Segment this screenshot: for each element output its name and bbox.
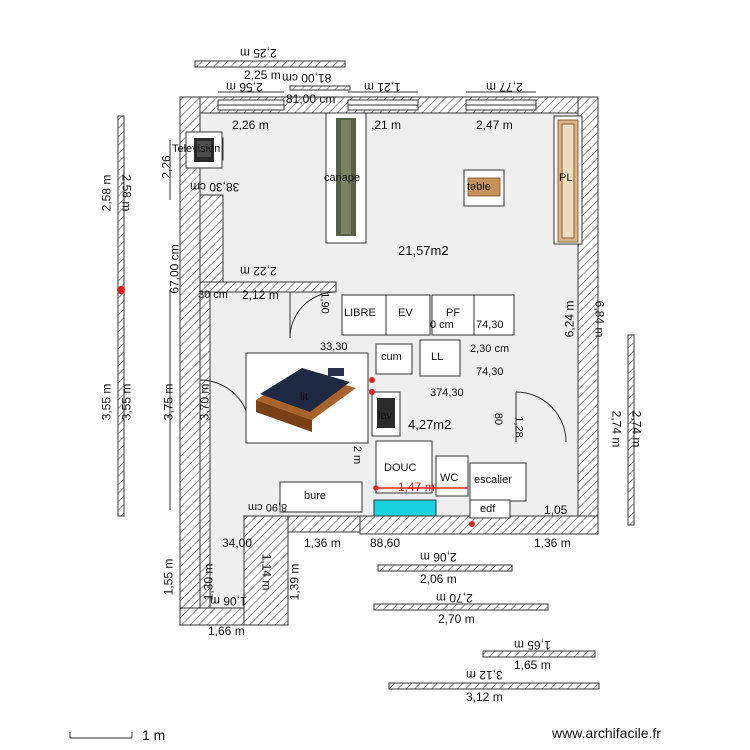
dim-b-270a: 2,70 m bbox=[436, 591, 473, 605]
pf-label: PF bbox=[446, 307, 461, 319]
tv-illustration bbox=[194, 138, 214, 162]
dim-top-247: 2,47 m bbox=[476, 118, 513, 132]
libre-label: LIBRE bbox=[344, 307, 376, 319]
table-label: table bbox=[467, 181, 491, 193]
red-dots bbox=[369, 377, 475, 527]
main-room-area: 21,57m2 bbox=[398, 243, 449, 258]
dim-b-3400: 34,00 bbox=[222, 536, 253, 550]
dim-b-139: 1,39 m bbox=[287, 563, 302, 601]
pl-label: PL bbox=[559, 172, 573, 184]
dim-c-7430b: 74,30 bbox=[476, 366, 504, 378]
dim-top-8100: 81,00 cm bbox=[282, 71, 332, 85]
dim-c-0cm: 0 cm bbox=[430, 319, 454, 331]
dimension-lines bbox=[117, 60, 635, 690]
douche-red-line bbox=[373, 485, 468, 491]
dim-right-684: 6,84 m bbox=[592, 300, 607, 338]
dim-b-105: 1,05 bbox=[544, 503, 568, 517]
dim-b-114: 1,14 m bbox=[259, 553, 274, 591]
dim-c-37430: 374,30 bbox=[430, 387, 464, 399]
ev-label: EV bbox=[398, 307, 413, 319]
canape-label: canape bbox=[324, 172, 361, 184]
dim-b-8860: 88,60 bbox=[370, 536, 401, 550]
dim-b-206b: 2,06 m bbox=[420, 572, 457, 586]
site-credit[interactable]: www.archifacile.fr bbox=[552, 725, 661, 741]
dim-top-277: 2,77 m bbox=[486, 80, 523, 94]
dim-b-136b: 1,36 m bbox=[534, 536, 571, 550]
dim-mid-222: 2,22 m bbox=[240, 264, 277, 278]
dim-b-206a: 2,06 m bbox=[420, 550, 457, 564]
dim-c-890: 8,90 cm bbox=[248, 501, 288, 513]
dim-b-312b: 3,12 m bbox=[466, 690, 503, 704]
dim-top-121: 1,21 m bbox=[364, 80, 401, 94]
dim-c-2m: 2 m bbox=[351, 445, 364, 465]
wc-label: WC bbox=[440, 472, 459, 484]
walls bbox=[179, 96, 599, 626]
dim-b-136a: 1,36 m bbox=[304, 536, 341, 550]
dim-left-226: 2,26 bbox=[159, 155, 174, 179]
television-label: Television bbox=[172, 143, 221, 155]
dim-left-3830: 38,30 cm bbox=[190, 180, 240, 194]
scale-bar bbox=[69, 732, 133, 739]
escalier-label: escalier bbox=[474, 474, 512, 486]
dim-b-165a: 1,65 m bbox=[514, 638, 551, 652]
dim-b-166: 1,66 m bbox=[208, 624, 245, 638]
lav-label: lav bbox=[378, 410, 393, 422]
lav-illustration bbox=[377, 398, 395, 428]
dim-mid-30: 30 cm bbox=[198, 289, 228, 301]
dim-top-21: ,21 m bbox=[371, 118, 402, 132]
dim-left-355a: 3,55 m bbox=[99, 383, 114, 421]
dim-top-226: 2,26 m bbox=[232, 118, 269, 132]
ll-label: LL bbox=[431, 351, 444, 363]
dim-top-225-flipped: 2,25 m bbox=[240, 46, 277, 60]
dim-left-375: 3,75 m bbox=[161, 383, 176, 421]
douche-label: DOUC bbox=[384, 462, 417, 474]
dim-right-274a: 2,74 m bbox=[609, 410, 624, 448]
dim-right-274b: 2,74 m bbox=[629, 410, 644, 448]
dim-b-165b: 1,65 m bbox=[514, 658, 551, 672]
scale-label: 1 m bbox=[142, 727, 166, 743]
dim-top-256: 2,56 m bbox=[226, 80, 263, 94]
canape-illustration bbox=[336, 118, 356, 236]
edf-label: edf bbox=[480, 503, 496, 515]
table-illustration bbox=[467, 177, 501, 197]
bathroom-area: 4,27m2 bbox=[408, 417, 452, 432]
dim-b-312a: 3,12 m bbox=[466, 668, 503, 682]
dim-c-230: 2,30 cm bbox=[470, 343, 510, 355]
pl-illustration bbox=[557, 119, 579, 243]
dim-top-225: 2,25 m bbox=[244, 68, 281, 82]
dim-left-258a: 2,58 m bbox=[99, 174, 114, 212]
dim-c-128: 1,28 bbox=[512, 416, 525, 438]
dim-left-6700: 67,00 cm bbox=[167, 244, 182, 294]
lit-label: lit bbox=[300, 391, 308, 403]
dim-b-270b: 2,70 m bbox=[438, 612, 475, 626]
dim-mid-190: 1,90 bbox=[318, 292, 331, 314]
dim-right-624: 6,24 m bbox=[562, 300, 577, 338]
bure-label: bure bbox=[304, 490, 327, 502]
dim-c-80: 80 bbox=[492, 412, 505, 426]
dim-top-8100b: 81,00 cm bbox=[286, 92, 336, 106]
dim-b-106: 1,06 m bbox=[210, 594, 247, 608]
dim-left-258b: 2,58 m bbox=[119, 174, 134, 212]
dim-c-147: 1,47 m bbox=[398, 480, 435, 494]
dim-left-355b: 3,55 m bbox=[119, 383, 134, 421]
dim-c-3330: 33,30 bbox=[320, 341, 348, 353]
dim-mid-212: 2,12 m bbox=[242, 288, 279, 302]
red-marker bbox=[117, 286, 125, 294]
cum-label: cum bbox=[381, 351, 402, 363]
windows bbox=[217, 99, 537, 111]
dim-c-7430: 74,30 bbox=[476, 319, 504, 331]
dim-left-370: 3,70 m bbox=[197, 383, 212, 421]
dim-b-155: 1,55 m bbox=[161, 558, 176, 596]
dim-thin-lines bbox=[169, 91, 599, 520]
bed-illustration bbox=[256, 368, 356, 432]
